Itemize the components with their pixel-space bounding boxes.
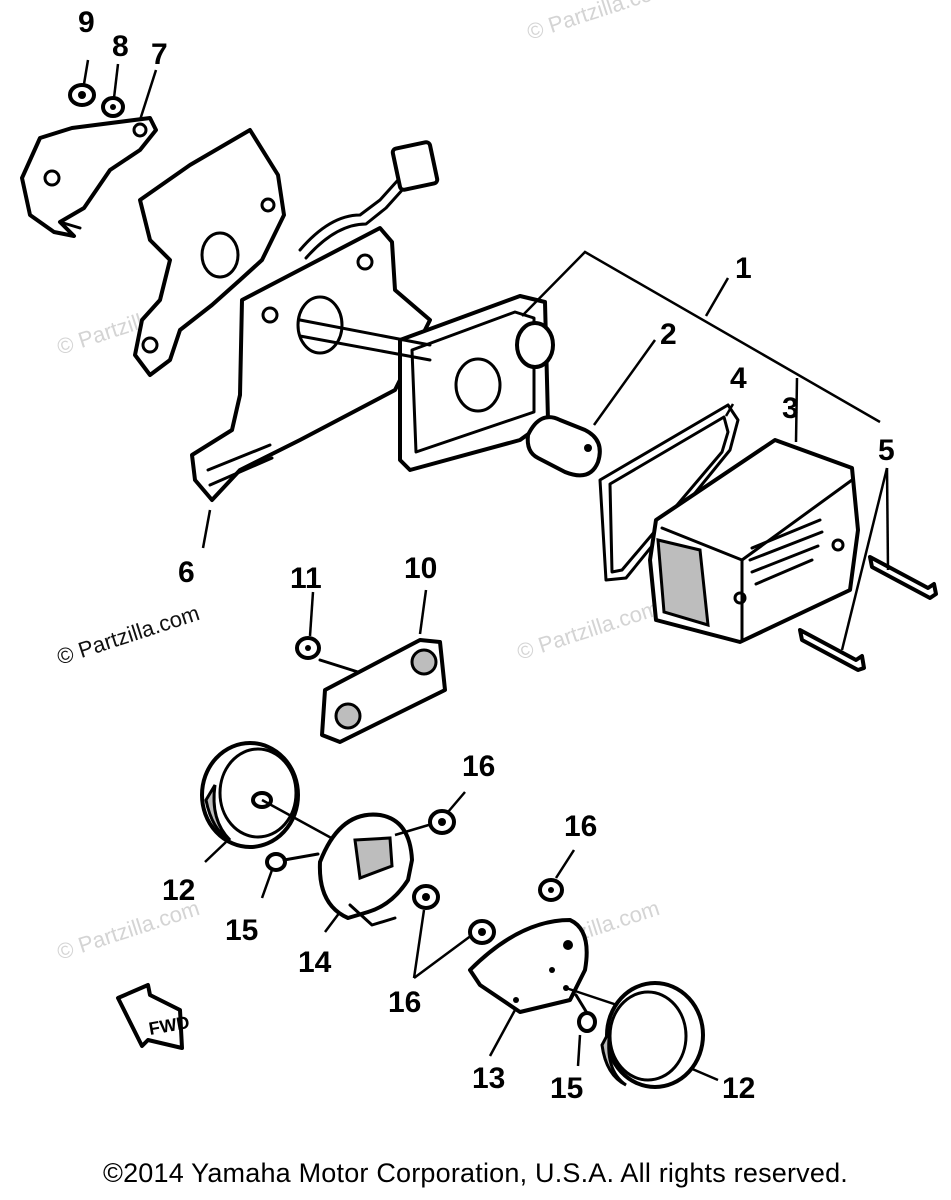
callout-15: 15 — [550, 1072, 583, 1105]
part-5-screw — [868, 555, 938, 600]
part-16-nut — [412, 884, 440, 910]
part-12-reflector-disc — [200, 741, 336, 849]
callout-13: 13 — [472, 1062, 505, 1095]
part-5-screw — [798, 628, 866, 672]
callout-11: 11 — [290, 562, 322, 595]
part-9-nut — [68, 83, 96, 107]
callout-14: 14 — [298, 946, 332, 979]
fwd-arrow-icon: FWD — [116, 983, 191, 1050]
copyright-notice: ©2014 Yamaha Motor Corporation, U.S.A. A… — [102, 1158, 849, 1188]
callout-5: 5 — [878, 434, 895, 467]
part-1-tail-light-base — [298, 294, 555, 472]
part-11-nut — [295, 636, 321, 660]
watermark: © Partzilla.com — [524, 0, 673, 45]
callout-2: 2 — [660, 318, 677, 351]
part-16-nut — [394, 809, 456, 837]
part-2-bulb — [525, 415, 602, 478]
part-8-washer — [101, 96, 125, 118]
lens-grid — [748, 518, 824, 586]
watermark: © Partzilla.com — [514, 595, 663, 665]
watermark: © Partzilla.com — [54, 600, 203, 670]
part-4-gasket — [598, 403, 740, 582]
part-15-screw — [574, 993, 597, 1033]
part-7-bracket — [20, 116, 158, 238]
part-12-reflector-disc — [600, 981, 705, 1089]
callout-16: 16 — [564, 810, 597, 843]
callout-12: 12 — [162, 874, 195, 907]
callout-3: 3 — [782, 392, 799, 425]
rear-bracket — [133, 128, 286, 377]
callout-12: 12 — [722, 1072, 755, 1105]
callout-10: 10 — [404, 552, 437, 585]
part-16-nut — [538, 878, 564, 902]
callout-8: 8 — [112, 30, 129, 63]
callout-15: 15 — [225, 914, 258, 947]
part-6-plate-bracket — [190, 226, 432, 502]
leader-lines — [82, 59, 890, 1082]
callouts: 9 8 7 1 2 4 3 5 6 11 10 16 16 12 15 14 1… — [78, 6, 895, 1105]
part-3-lens — [648, 438, 860, 644]
wire-harness — [298, 140, 440, 260]
part-15-screw — [265, 852, 320, 872]
callout-16: 16 — [388, 986, 421, 1019]
callout-6: 6 — [178, 556, 195, 589]
callout-4: 4 — [730, 362, 747, 395]
part-16-nut — [468, 919, 496, 945]
callout-1: 1 — [735, 252, 752, 285]
callout-7: 7 — [151, 38, 168, 71]
callout-16: 16 — [462, 750, 495, 783]
part-14-holder — [317, 812, 414, 927]
part-10-reflector — [318, 638, 447, 744]
callout-9: 9 — [78, 6, 95, 39]
